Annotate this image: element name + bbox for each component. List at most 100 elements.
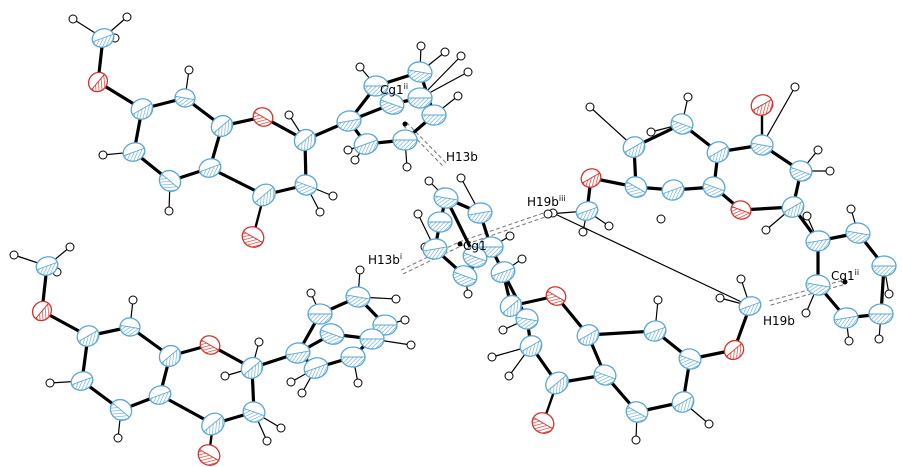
- molecule-c-atom-22-carbon: [545, 371, 569, 395]
- molecule-c-atom-5-hydrogen: [463, 289, 473, 299]
- molecule-a-atom-17-carbon: [294, 174, 318, 196]
- molecule-d-atom-9-octant: [790, 167, 812, 182]
- molecule-a-atom-36-hydrogen: [463, 67, 473, 77]
- molecule-c-atom-24-carbon: [576, 324, 600, 346]
- label-cg1-ii-right: Cg1ii: [831, 268, 859, 283]
- molecule-a-atom-33-principal-axis: [380, 99, 404, 109]
- molecule-b-atom-9-octant: [200, 340, 219, 355]
- molecule-c-atom-14-hydrogen: [517, 254, 527, 264]
- molecule-b-atom-14-hydrogen: [45, 378, 55, 388]
- molecule-b-atom-4-oxygen: [31, 300, 53, 322]
- molecule-b-atom-26-carbon: [340, 346, 366, 368]
- bond-layer: [13, 16, 890, 457]
- molecule-b-atom-27-carbon: [303, 357, 329, 379]
- molecule-c-atom-21-carbon: [519, 335, 543, 357]
- molecule-c-atom-28-octant: [679, 355, 701, 370]
- molecule-c-atom-10-carbon: [422, 238, 448, 260]
- molecule-d-atom-26-octant: [872, 266, 896, 276]
- molecule-a-atom-24-octant: [408, 69, 432, 83]
- molecule-c-atom-12-carbon: [462, 246, 488, 268]
- molecule-a-atom-29-hydrogen: [416, 41, 426, 51]
- molecule-b-atom-3-octant: [36, 262, 58, 276]
- molecule-a-atom-22-principal-axis: [337, 118, 361, 124]
- molecule-d-atom-17-octant: [625, 181, 646, 198]
- molecule-b-atom-17-principal-axis: [243, 407, 265, 417]
- molecule-a-atom-16-oxygen: [241, 226, 265, 248]
- molecule-c-atom-13-carbon: [490, 261, 516, 283]
- molecule-d-atom-9-carbon: [789, 160, 813, 182]
- molecule-d-atom-15-principal-axis: [662, 185, 684, 195]
- molecule-a-atom-7-hydrogen: [184, 65, 194, 75]
- molecule-a-atom-3-octant: [92, 34, 114, 48]
- molecule-c-atom-10-principal-axis: [423, 246, 447, 252]
- molecule-c-atom-31-octant: [626, 406, 647, 423]
- molecule-b-atom-24-principal-axis: [346, 294, 370, 300]
- molecule-c-atom-31-carbon: [625, 401, 649, 423]
- molecule-c-atom-28-carbon: [678, 348, 702, 370]
- molecule-c-atom-21-principal-axis: [521, 340, 541, 352]
- molecule-a-atom-9-oxygen: [252, 107, 274, 127]
- molecule-b-atom-11-carbon: [109, 398, 133, 422]
- label-cg1-ii-right-base: Cg1: [831, 269, 855, 283]
- molecule-b-atom-15-principal-axis: [203, 415, 223, 433]
- molecule-b-atom-16-principal-axis: [199, 449, 219, 461]
- molecule-c-atom-33-octant: [726, 343, 744, 360]
- molecule-a-atom-8-principal-axis: [213, 118, 231, 134]
- molecule-c-atom-15-octant: [502, 298, 522, 317]
- molecule-b-atom-5-principal-axis: [78, 330, 98, 342]
- molecule-b-atom-26-octant: [341, 357, 365, 367]
- molecule-b-atom-1-hydrogen: [65, 242, 75, 252]
- label-h19b-iii-base: H19b: [527, 195, 559, 209]
- molecule-a-atom-1-hydrogen: [122, 12, 132, 22]
- molecule-b-atom-20-principal-axis: [243, 360, 261, 376]
- molecule-a-atom-0-hydrogen: [68, 14, 78, 24]
- molecule-a-atom-22-octant: [337, 118, 361, 132]
- molecule-b-atom-16-oxygen: [197, 444, 221, 466]
- molecule-c-atom-22-principal-axis: [547, 374, 567, 392]
- molecule-d-atom-14-principal-axis: [703, 182, 725, 192]
- molecule-a-atom-9-principal-axis: [254, 111, 272, 123]
- molecule-d-atom-28-principal-axis: [834, 315, 858, 321]
- label-layer: Cg1ii H13b H19biii H13bi Cg1 Cg1ii H19b: [368, 82, 859, 328]
- molecule-b-atom-15-octant: [203, 416, 225, 435]
- molecule-d-atom-8-oxygen: [750, 94, 774, 116]
- molecule-b-atom-16-octant: [198, 449, 219, 466]
- molecule-b-atom-22-carbon: [285, 342, 311, 364]
- molecule-a-atom-30-hydrogen: [453, 91, 463, 101]
- molecule-a-atom-6-carbon: [174, 88, 196, 108]
- molecule-b-atom-17-octant: [243, 408, 265, 423]
- molecule-a-atom-12-hydrogen: [164, 206, 174, 216]
- molecule-c-atom-30-hydrogen: [704, 419, 714, 429]
- molecule-b-atom-22-principal-axis: [286, 350, 310, 356]
- molecule-a-atom-26-carbon: [392, 129, 418, 151]
- molecule-a-atom-26-octant: [393, 140, 417, 150]
- molecule-a-atom-15-carbon: [252, 183, 276, 207]
- molecule-c-atom-11-carbon: [427, 211, 453, 233]
- molecule-b-atom-34-octant: [360, 339, 384, 349]
- contact-h19b-iii-cg1-dash-1: [459, 209, 553, 243]
- molecule-a-atom-11-octant: [159, 173, 179, 192]
- molecule-d-atom-32-hydrogen: [844, 336, 854, 346]
- molecule-a-atom-34-carbon: [407, 87, 433, 109]
- molecule-a-atom-19-hydrogen: [328, 191, 338, 201]
- centroid-marker-2: [842, 279, 848, 285]
- molecule-c-atom-23-principal-axis: [533, 417, 553, 429]
- molecule-c-atom-9-carbon: [452, 265, 478, 287]
- molecule-c-atom-9-octant: [453, 271, 477, 287]
- molecule-a-atom-5-carbon: [130, 98, 154, 120]
- molecule-d-atom-16-hydrogen: [656, 214, 666, 224]
- molecule-d-atom-25-octant: [846, 230, 870, 244]
- molecule-d-atom-24-octant: [806, 238, 830, 252]
- molecule-d-atom-25-principal-axis: [846, 230, 870, 236]
- molecule-a-atom-9-octant: [253, 112, 272, 127]
- label-h19b-iii: H19biii: [527, 194, 566, 209]
- molecule-d-atom-12-principal-axis: [783, 201, 803, 213]
- molecule-a-atom-38-hydrogen: [343, 145, 353, 155]
- molecule-d-atom-30-hydrogen: [846, 204, 856, 214]
- molecule-a-atom-20-principal-axis: [296, 132, 314, 148]
- molecule-b-atom-17-carbon: [242, 401, 266, 423]
- label-cg1: Cg1: [463, 239, 487, 253]
- molecule-d-atom-3-hydrogen: [790, 82, 800, 92]
- molecule-c-atom-15-principal-axis: [502, 298, 520, 314]
